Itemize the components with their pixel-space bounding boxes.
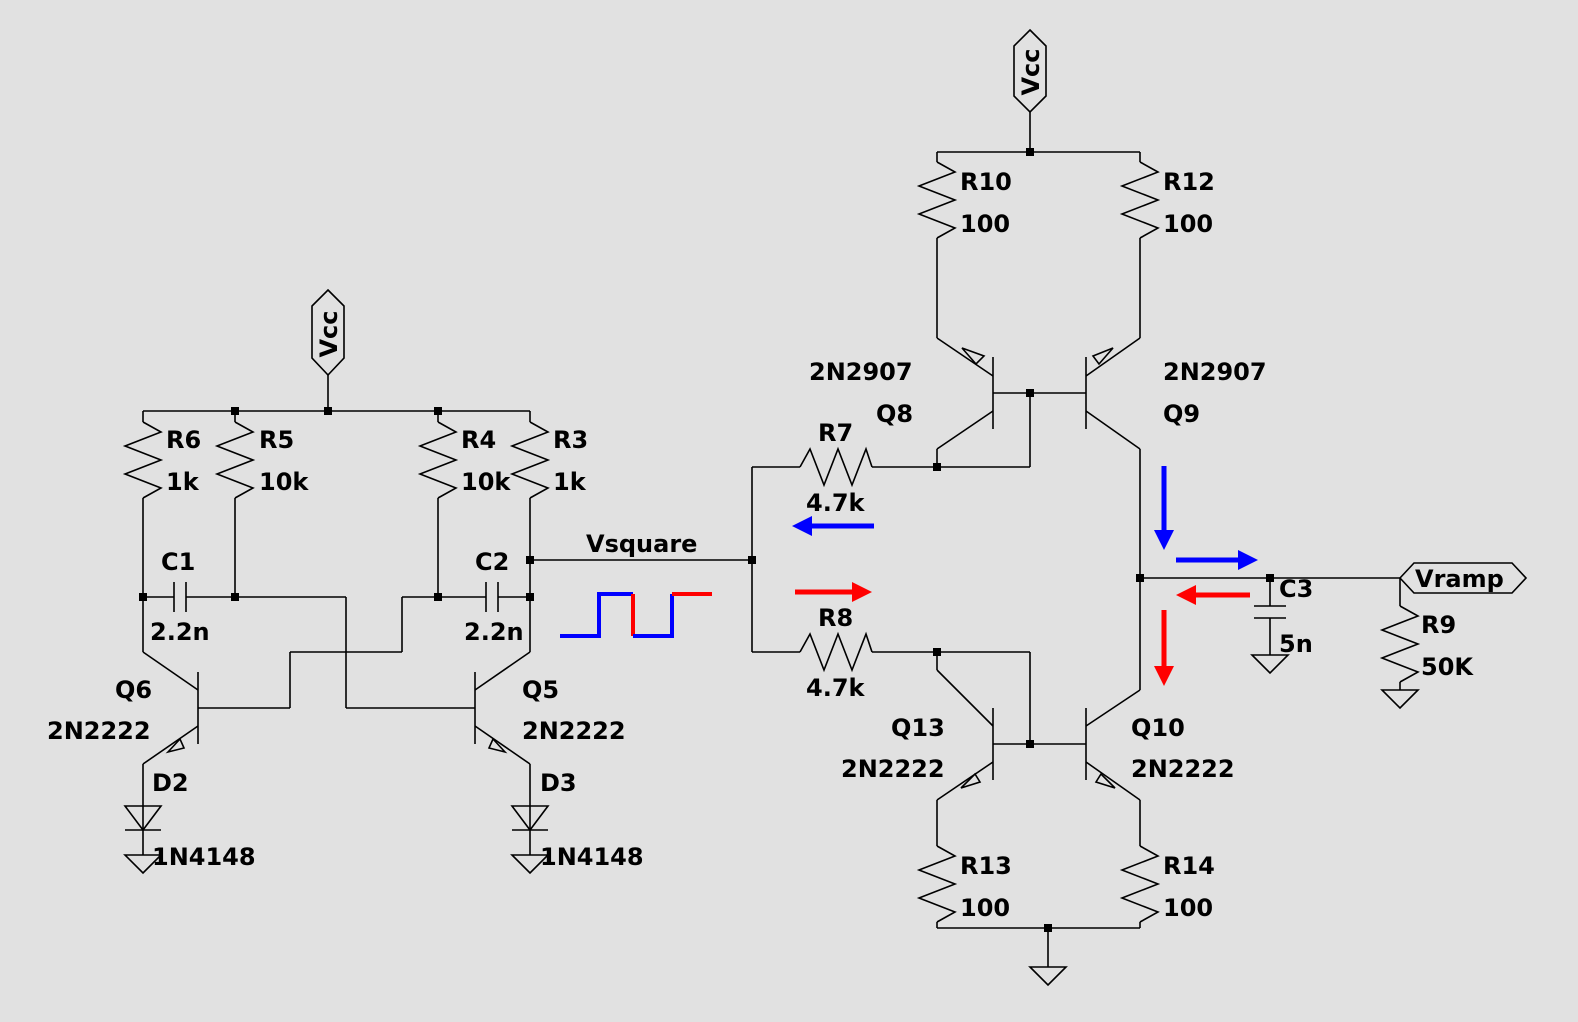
q5-name: Q5 bbox=[522, 676, 559, 704]
resistor-r12-symbol bbox=[1119, 161, 1161, 239]
resistor-r8-symbol bbox=[799, 631, 873, 673]
r12-name: R12 bbox=[1163, 168, 1215, 196]
arrow-right-blue-icon bbox=[1176, 550, 1258, 570]
resistor-r4-symbol bbox=[417, 421, 459, 499]
ground-symbols-left bbox=[123, 854, 550, 875]
c1-value: 2.2n bbox=[150, 618, 210, 646]
arrow-left-red-icon bbox=[1176, 585, 1250, 605]
vcc-flag-left: Vcc bbox=[311, 288, 345, 377]
vcc-label-left: Vcc bbox=[315, 310, 343, 357]
c3-value: 5n bbox=[1279, 630, 1313, 658]
square-wave-blue-segment-2 bbox=[633, 594, 674, 638]
r7-value: 4.7k bbox=[806, 489, 866, 517]
square-wave-blue-segment bbox=[560, 592, 633, 638]
resistor-r6-symbol bbox=[122, 421, 164, 499]
q13-name: Q13 bbox=[891, 714, 945, 742]
multivibrator-resistors bbox=[122, 421, 551, 499]
q9-name: Q9 bbox=[1163, 400, 1200, 428]
r3-value: 1k bbox=[553, 468, 587, 496]
r6-value: 1k bbox=[166, 468, 200, 496]
resistor-r9-symbol bbox=[1379, 605, 1421, 683]
ground-icon bbox=[1380, 689, 1420, 710]
resistor-r7-symbol bbox=[799, 446, 873, 488]
ground-icon bbox=[1028, 966, 1068, 987]
r4-name: R4 bbox=[461, 426, 496, 454]
c2-value: 2.2n bbox=[464, 618, 524, 646]
component-labels: R6 1k R5 10k R4 10k R3 1k C1 2.2n C2 2.2… bbox=[47, 168, 1474, 922]
ramp-resistors bbox=[799, 161, 1421, 923]
q10-model: 2N2222 bbox=[1131, 755, 1235, 783]
d3-model: 1N4148 bbox=[540, 843, 644, 871]
vramp-flag: Vramp bbox=[1398, 562, 1528, 594]
resistor-r3-symbol bbox=[509, 421, 551, 499]
q8-name: Q8 bbox=[876, 400, 913, 428]
current-arrows bbox=[792, 466, 1258, 686]
r9-value: 50K bbox=[1421, 653, 1474, 681]
resistor-r5-symbol bbox=[214, 421, 256, 499]
junction-dots-right bbox=[748, 148, 1274, 932]
r3-name: R3 bbox=[553, 426, 588, 454]
multivibrator-wires bbox=[123, 375, 752, 855]
d2-model: 1N4148 bbox=[152, 843, 256, 871]
vsquare-label: Vsquare bbox=[586, 530, 697, 558]
resistor-r14-symbol bbox=[1119, 845, 1161, 923]
square-wave-icon bbox=[560, 592, 712, 638]
q6-model: 2N2222 bbox=[47, 717, 151, 745]
resistor-r13-symbol bbox=[916, 845, 958, 923]
r13-value: 100 bbox=[960, 894, 1010, 922]
q9-model: 2N2907 bbox=[1163, 358, 1267, 386]
arrow-right-red-icon bbox=[795, 582, 872, 602]
junction-dots-left bbox=[139, 407, 534, 601]
q13-model: 2N2222 bbox=[841, 755, 945, 783]
r14-value: 100 bbox=[1163, 894, 1213, 922]
r13-name: R13 bbox=[960, 852, 1012, 880]
arrow-left-blue-icon bbox=[792, 516, 874, 536]
r9-name: R9 bbox=[1421, 611, 1456, 639]
r10-name: R10 bbox=[960, 168, 1012, 196]
r8-value: 4.7k bbox=[806, 674, 866, 702]
c1-name: C1 bbox=[161, 548, 195, 576]
ground-symbols-right bbox=[1028, 654, 1420, 987]
r6-name: R6 bbox=[166, 426, 201, 454]
ground-icon bbox=[510, 854, 550, 875]
vcc-flag-right: Vcc bbox=[1013, 28, 1047, 114]
resistor-r10-symbol bbox=[916, 161, 958, 239]
q5-model: 2N2222 bbox=[522, 717, 626, 745]
r8-name: R8 bbox=[818, 604, 853, 632]
r7-name: R7 bbox=[818, 419, 853, 447]
d2-name: D2 bbox=[152, 769, 189, 797]
c3-name: C3 bbox=[1279, 575, 1313, 603]
vramp-label: Vramp bbox=[1415, 565, 1504, 593]
r5-value: 10k bbox=[259, 468, 309, 496]
ramp-generator-wires bbox=[751, 112, 1401, 967]
r12-value: 100 bbox=[1163, 210, 1213, 238]
ground-icon bbox=[1250, 654, 1290, 675]
vcc-label-right: Vcc bbox=[1017, 48, 1045, 95]
arrow-down-blue-icon bbox=[1154, 466, 1174, 550]
capacitor-c3-symbol bbox=[1254, 605, 1286, 619]
r4-value: 10k bbox=[461, 468, 511, 496]
arrow-down-red-icon bbox=[1154, 610, 1174, 686]
multivibrator-capacitors bbox=[173, 582, 499, 612]
r14-name: R14 bbox=[1163, 852, 1215, 880]
r10-value: 100 bbox=[960, 210, 1010, 238]
q10-name: Q10 bbox=[1131, 714, 1185, 742]
ground-icon bbox=[123, 854, 163, 875]
r5-name: R5 bbox=[259, 426, 294, 454]
q6-name: Q6 bbox=[115, 676, 152, 704]
q8-model: 2N2907 bbox=[809, 358, 913, 386]
d3-name: D3 bbox=[540, 769, 577, 797]
c2-name: C2 bbox=[475, 548, 509, 576]
